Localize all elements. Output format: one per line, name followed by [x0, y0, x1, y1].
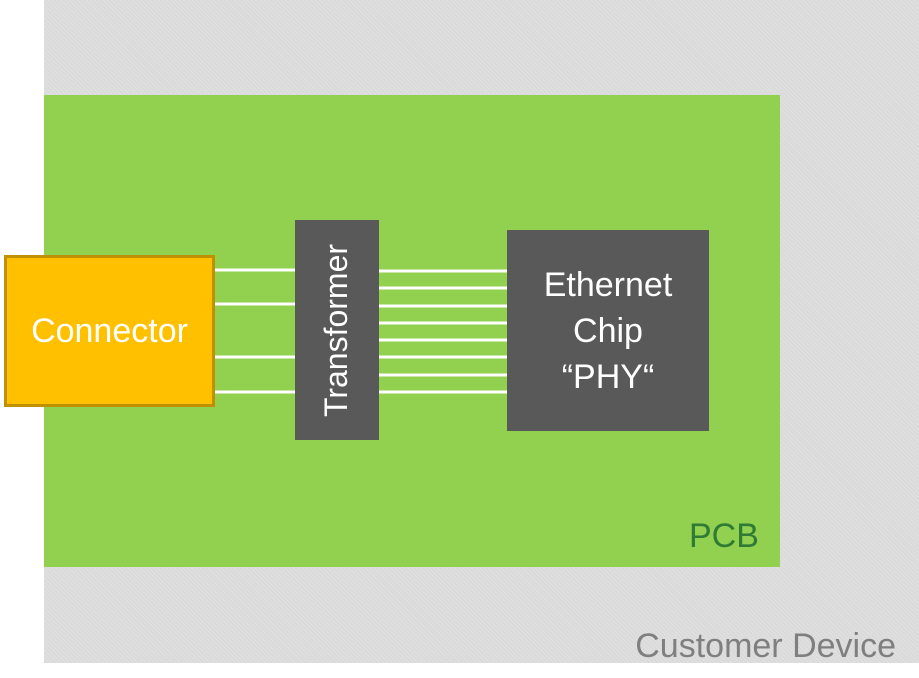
- pcb-label: PCB: [689, 517, 759, 555]
- phy-label-line-3: “PHY“: [561, 357, 655, 396]
- transformer-block: Transformer: [295, 220, 379, 440]
- customer-device-label: Customer Device: [635, 627, 896, 665]
- ethernet-phy-chip: Ethernet Chip “PHY“: [507, 230, 709, 431]
- transformer-label: Transformer: [318, 243, 355, 417]
- connector-block: Connector: [4, 255, 215, 407]
- phy-label-line-1: Ethernet: [543, 265, 673, 304]
- phy-label-line-2: Chip: [573, 311, 643, 350]
- connector-label: Connector: [31, 311, 188, 350]
